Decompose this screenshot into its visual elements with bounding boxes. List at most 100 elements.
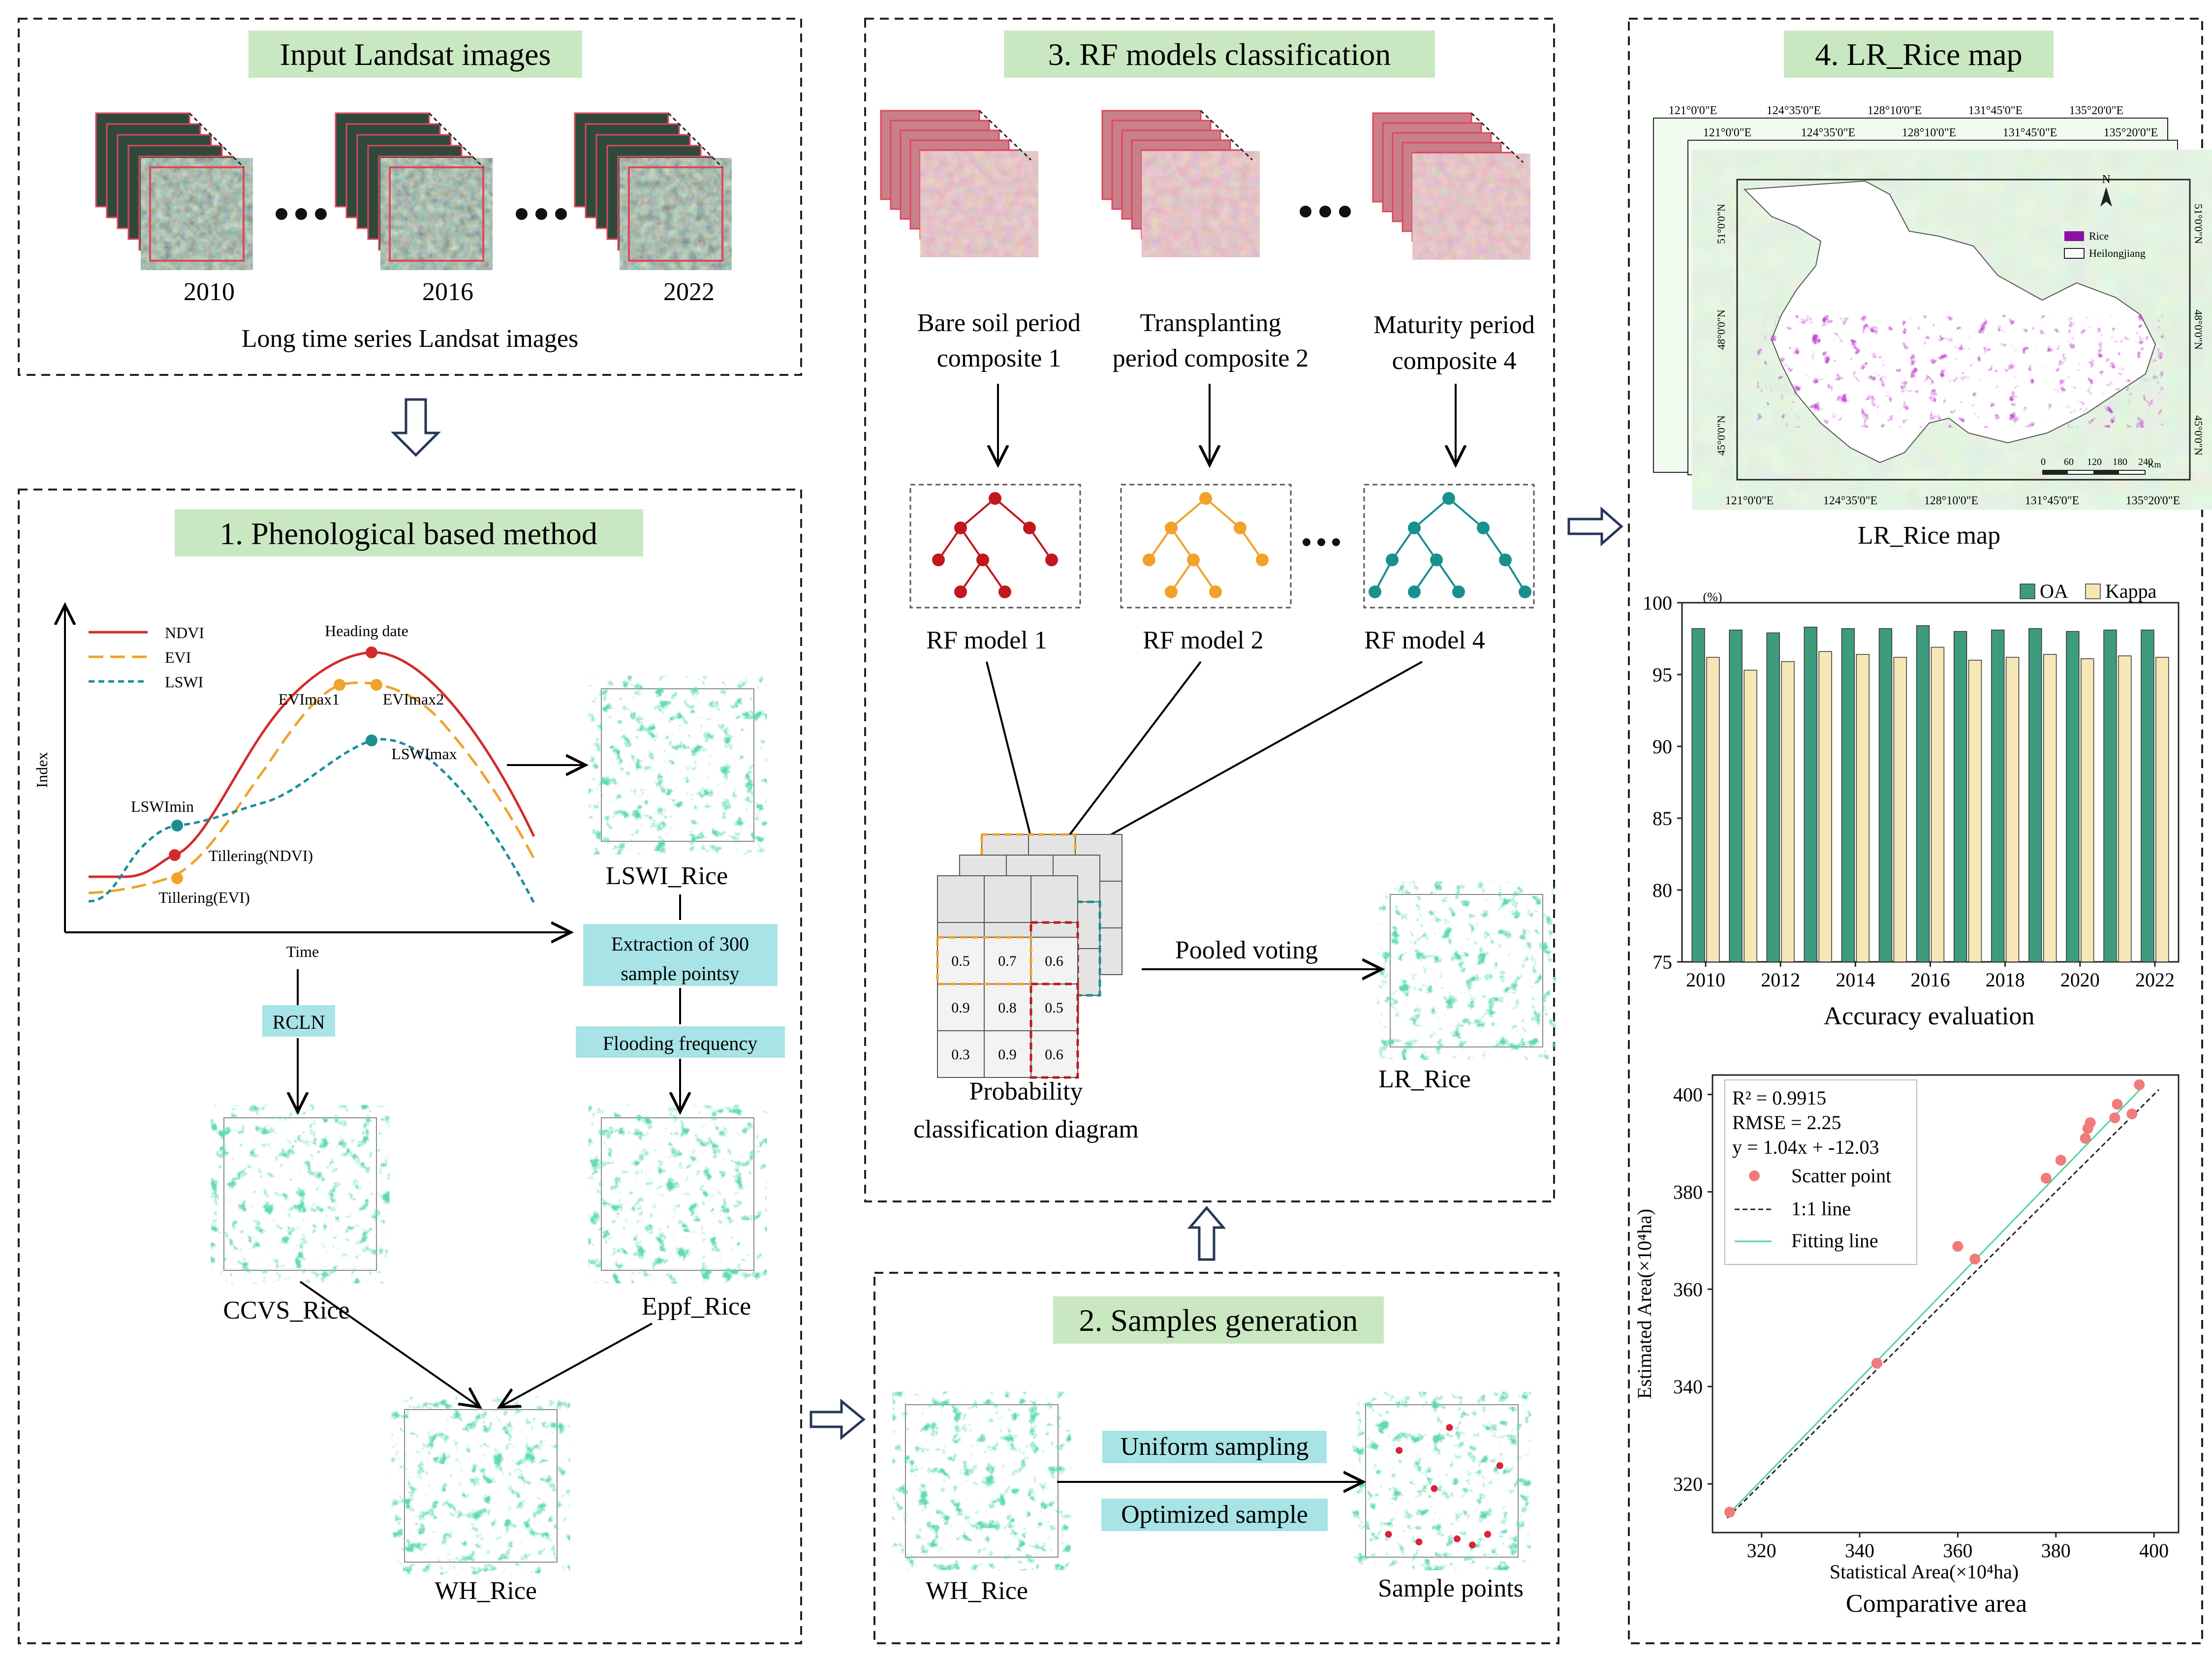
wh-rice-map bbox=[404, 1409, 558, 1563]
bar-oa-2021 bbox=[2103, 629, 2117, 962]
heading-date-point bbox=[366, 646, 377, 658]
prob-caption-line2: classification diagram bbox=[913, 1115, 1139, 1143]
tree-node bbox=[1430, 553, 1443, 566]
prob-cell-back bbox=[937, 875, 985, 923]
lat-label-right: 45°0'0"N bbox=[2192, 415, 2205, 456]
tree-node bbox=[1519, 585, 1531, 598]
lon-label: 124°35'0"E bbox=[1801, 126, 1855, 139]
arrow-samples-to-rf bbox=[1187, 1206, 1226, 1261]
bar-oa-2022 bbox=[2141, 629, 2154, 962]
tree-edge bbox=[1170, 527, 1194, 561]
tree-node bbox=[1386, 553, 1399, 566]
bar-xtick-label-2014: 2014 bbox=[1836, 969, 1875, 991]
legend-heilongjiang-swatch bbox=[2064, 248, 2085, 259]
samples-wh-map bbox=[905, 1404, 1059, 1558]
bar-ytick-label-80: 80 bbox=[1652, 879, 1672, 901]
tree-edge bbox=[1028, 527, 1053, 561]
prob-value: 0.6 bbox=[1045, 1046, 1063, 1063]
lon-label: 121°0'0"E bbox=[1735, 151, 1783, 164]
north-arrow-icon bbox=[2100, 187, 2112, 207]
sample-points-map bbox=[1365, 1404, 1519, 1558]
flooding-highlight bbox=[576, 1026, 785, 1058]
scale-bar-gap bbox=[2119, 471, 2145, 474]
arrow-ccvs-to-wh bbox=[299, 1281, 480, 1407]
eppf-rice-map bbox=[601, 1117, 754, 1271]
samples-wh-label: WH_Rice bbox=[926, 1577, 1028, 1605]
tree-edge bbox=[1192, 559, 1216, 593]
sample-points-label: Sample points bbox=[1378, 1574, 1524, 1602]
tree-node bbox=[1199, 492, 1212, 505]
lon-label-bottom: 121°0'0"E bbox=[1725, 494, 1774, 507]
rf-ellipsis-dots bbox=[1300, 206, 1351, 217]
index-x-label: Time bbox=[286, 943, 319, 960]
bar-kappa-2010 bbox=[1706, 657, 1720, 962]
landsat-frame-front bbox=[149, 166, 245, 262]
panel-phenology-border bbox=[18, 489, 802, 1644]
map-title: 4. LR_Rice map bbox=[1815, 37, 2022, 72]
bar-y-unit-label: (%) bbox=[1703, 590, 1722, 604]
lswi-rice-label: LSWI_Rice bbox=[606, 862, 728, 890]
lon-label: 135°20'0"E bbox=[2104, 126, 2158, 139]
bar-oa-2020 bbox=[2066, 631, 2080, 962]
prob-cell-back bbox=[984, 875, 1031, 923]
legend-rice-swatch bbox=[2064, 231, 2084, 241]
ccvs-rice-label: CCVS_Rice bbox=[223, 1296, 349, 1324]
tree-node bbox=[1452, 585, 1465, 598]
prob-value: 0.9 bbox=[951, 1000, 970, 1016]
bar-oa-2014 bbox=[1841, 628, 1855, 962]
scatter-point bbox=[1969, 1253, 1981, 1264]
rf-model1-label: RF model 1 bbox=[926, 626, 1047, 654]
lon-label: 131°45'0"E bbox=[1968, 104, 2023, 117]
landsat-frame-front bbox=[628, 166, 723, 262]
rf-title: 3. RF models classification bbox=[1048, 37, 1391, 72]
samples-title: 2. Samples generation bbox=[1079, 1303, 1358, 1338]
tree-box bbox=[1363, 484, 1535, 609]
panel-map-border bbox=[1628, 18, 2203, 1644]
rcln-label: RCLN bbox=[273, 1011, 325, 1033]
evimax1-label: EVImax1 bbox=[279, 690, 340, 708]
bar-oa-2016 bbox=[1916, 625, 1930, 962]
bar-ytick-label-95: 95 bbox=[1652, 664, 1672, 686]
year-label-2016: 2016 bbox=[422, 278, 473, 306]
lat-label-left: 51°0'0"N bbox=[1715, 204, 1727, 244]
bar-oa-2011 bbox=[1729, 629, 1743, 962]
bar-oa-2019 bbox=[2028, 628, 2042, 962]
ellipsis-dots bbox=[276, 208, 567, 220]
tree-node bbox=[1442, 492, 1455, 505]
scatter-point bbox=[2080, 1133, 2091, 1144]
rice-map-stack: 121°0'0"E 124°35'0"E 128°10'0"E 131°45'0"E 1… bbox=[1653, 104, 2205, 507]
composite-image bbox=[930, 160, 1028, 248]
rf-model4-label: RF model 4 bbox=[1364, 626, 1485, 654]
bar-kappa-2016 bbox=[1931, 646, 1945, 962]
scatter-point bbox=[2134, 1079, 2145, 1090]
bar-kappa-2021 bbox=[2118, 655, 2132, 962]
sample-point bbox=[1484, 1531, 1491, 1538]
north-label: N bbox=[2102, 173, 2110, 186]
tree-node bbox=[989, 492, 1001, 505]
ndvi-curve bbox=[89, 651, 535, 878]
tree-node bbox=[1165, 522, 1178, 534]
stack-edge bbox=[978, 110, 1032, 161]
bar-kappa-2019 bbox=[2043, 654, 2057, 962]
scatter-point bbox=[2126, 1108, 2138, 1120]
bar-xtick-label-2010: 2010 bbox=[1686, 969, 1725, 991]
arrow-eppf-to-wh bbox=[499, 1322, 653, 1407]
tree-edge bbox=[1170, 497, 1207, 529]
sample-point bbox=[1496, 1462, 1503, 1469]
scatter-xtick-label-360: 360 bbox=[1943, 1539, 1972, 1562]
bar-xtick-label-2018: 2018 bbox=[1986, 969, 2025, 991]
lon-label-bottom: 128°10'0"E bbox=[1924, 494, 1978, 507]
rf-model2-label: RF model 2 bbox=[1143, 626, 1264, 654]
evi-curve bbox=[88, 681, 535, 894]
lswimax-label: LSWImax bbox=[391, 745, 457, 763]
bar-ytick-label-90: 90 bbox=[1652, 736, 1672, 758]
scatter-point bbox=[2085, 1117, 2096, 1128]
map-title-highlight bbox=[1784, 31, 2054, 78]
lat-label-right: 51°0'0"N bbox=[2192, 204, 2205, 244]
scale-label: 60 bbox=[2064, 457, 2074, 467]
composite-image bbox=[1152, 160, 1250, 248]
lon-label: 121°0'0"E bbox=[1703, 126, 1751, 139]
uniform-label: Uniform sampling bbox=[1121, 1433, 1309, 1461]
scatter-xtick-label-400: 400 bbox=[2139, 1539, 2169, 1562]
